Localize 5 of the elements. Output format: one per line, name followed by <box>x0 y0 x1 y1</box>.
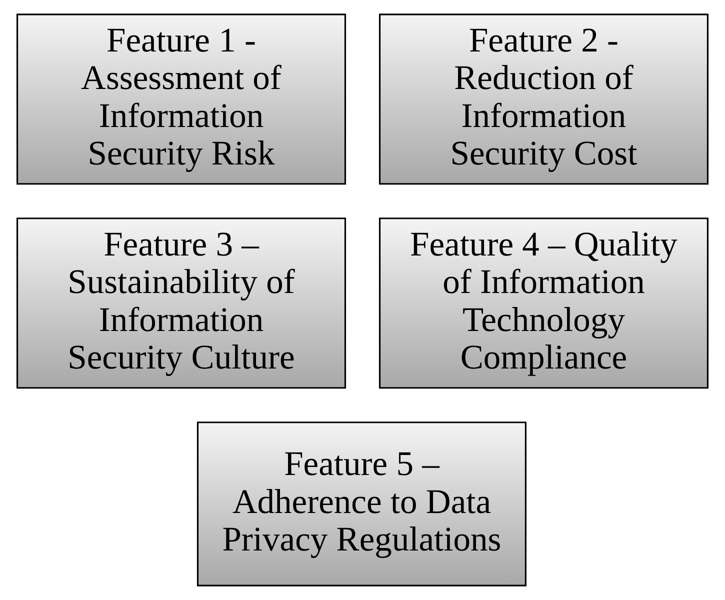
node-box: Feature 3 – Sustainability of Information Security Culture <box>16 218 346 389</box>
node-box: Feature 2 - Reduction of Information Security Cost <box>378 14 708 185</box>
node-box: Feature 5 – Adherence to Data Privacy Regulations <box>196 422 526 586</box>
node-box: Feature 4 – Quality of Information Technology Compliance <box>378 218 708 389</box>
node-box: Feature 1 - Assessment of Information Security Risk <box>16 14 346 185</box>
